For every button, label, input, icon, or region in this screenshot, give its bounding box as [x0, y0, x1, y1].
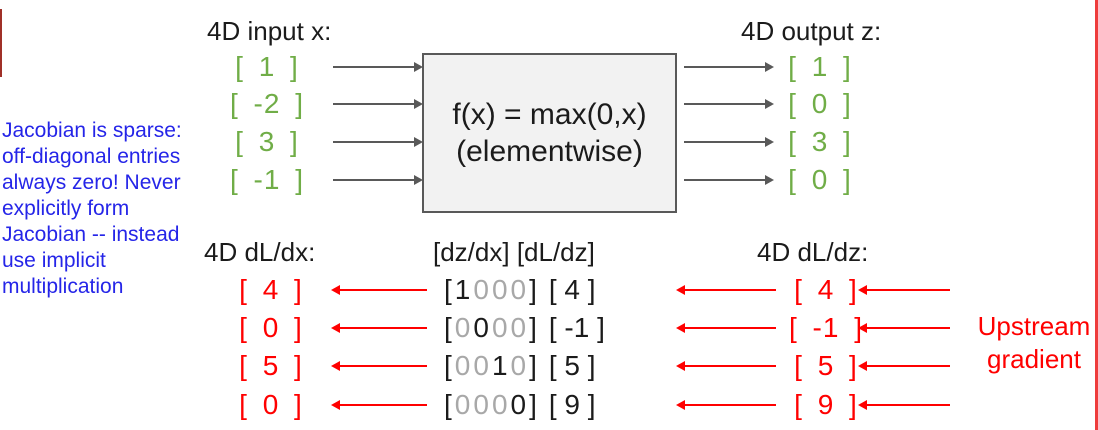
dldx-vector-4: [ 0 ]	[239, 389, 303, 420]
bracket: [	[444, 350, 452, 381]
jacobian-entry: 0	[510, 274, 527, 305]
dldx-arrow-2-icon	[331, 322, 427, 333]
output-arrow-4-icon	[684, 174, 774, 185]
note-line: off-diagonal entries	[2, 145, 181, 168]
note-line: Jacobian is sparse:	[2, 119, 182, 142]
jacobian-entry: 0	[473, 274, 489, 305]
upstream-arrow-2-icon	[858, 322, 950, 333]
upstream-gradient-line1: Upstream	[977, 311, 1091, 341]
dldx-vector-2: [ 0 ]	[239, 312, 303, 343]
note-line: use implicit	[2, 249, 106, 272]
jacobian-entry: 0	[510, 350, 527, 381]
dldx-title: 4D dL/dx:	[204, 237, 316, 267]
upstream-gradient-line2: gradient	[987, 344, 1081, 374]
jacobian-entry: 1	[491, 350, 508, 381]
jacobian-entry: 0	[454, 312, 471, 343]
upstream-gradient-label: Upstream gradient	[968, 310, 1098, 376]
note-line: Jacobian -- instead	[2, 223, 180, 246]
note-line: explicitly form	[2, 197, 130, 220]
dldx-arrow-1-icon	[331, 284, 427, 295]
output-vector-4: [ 0 ]	[788, 164, 852, 195]
output-vector-3: [ 3 ]	[788, 126, 852, 157]
dldz-title: 4D dL/dz:	[757, 237, 869, 267]
input-vector-1: [ 1 ]	[235, 51, 299, 82]
input-vector-3: [ 3 ]	[235, 126, 299, 157]
function-box: f(x) = max(0,x) (elementwise)	[422, 53, 677, 213]
jacobian-entry: 0	[491, 274, 508, 305]
function-formula: f(x) = max(0,x)	[452, 98, 647, 131]
output-arrow-1-icon	[684, 61, 774, 72]
input-arrow-1-icon	[333, 61, 423, 72]
jacobian-arrow-1-icon	[676, 284, 776, 295]
bracket: [	[444, 312, 452, 343]
dldz-column-value: [ 9 ]	[548, 389, 596, 420]
jacobian-arrow-3-icon	[676, 360, 776, 371]
input-arrow-3-icon	[333, 136, 423, 147]
input-arrow-4-icon	[333, 174, 423, 185]
dldz-vector-3: [ 5 ]	[794, 350, 858, 381]
dldx-vector-3: [ 5 ]	[239, 350, 303, 381]
input-arrow-2-icon	[333, 98, 423, 109]
bracket: ]	[529, 312, 537, 343]
jacobian-entry: 0	[510, 389, 527, 420]
jacobian-entry: 1	[454, 274, 471, 305]
output-vector-2: [ 0 ]	[788, 88, 852, 119]
jacobian-entry: 0	[473, 312, 489, 343]
output-title: 4D output z:	[741, 16, 882, 46]
dldz-column-value: [ 5 ]	[548, 350, 596, 381]
bracket: [	[444, 389, 452, 420]
jacobian-entry: 0	[491, 389, 508, 420]
dldz-column-value: [ 4 ]	[548, 274, 596, 305]
output-arrow-3-icon	[684, 136, 774, 147]
note-line: multiplication	[2, 275, 124, 298]
dldx-arrow-4-icon	[331, 399, 427, 410]
jacobian-title: [dz/dx] [dL/dz]	[433, 237, 595, 267]
jacobian-arrow-2-icon	[676, 322, 776, 333]
bracket: ]	[529, 350, 537, 381]
bracket: [	[444, 274, 452, 305]
jacobian-entry: 0	[473, 350, 489, 381]
dldz-vector-4: [ 9 ]	[794, 389, 858, 420]
jacobian-arrow-4-icon	[676, 399, 776, 410]
input-vector-2: [ -2 ]	[229, 88, 304, 119]
jacobian-entry: 0	[491, 312, 508, 343]
jacobian-sparse-note: Jacobian is sparse: off-diagonal entries…	[2, 118, 182, 300]
jacobian-entry: 0	[473, 389, 489, 420]
dldx-vector-1: [ 4 ]	[239, 274, 303, 305]
dldz-column-value: [ -1 ]	[548, 312, 605, 343]
left-edge-red-sliver	[0, 9, 2, 77]
upstream-arrow-1-icon	[858, 284, 950, 295]
upstream-arrow-3-icon	[858, 360, 950, 371]
jacobian-entry: 0	[454, 389, 471, 420]
right-edge-red-stripe	[1095, 0, 1098, 430]
bracket: ]	[529, 389, 537, 420]
bracket: ]	[529, 274, 537, 305]
dldz-vector-1: [ 4 ]	[794, 274, 858, 305]
jacobian-entry: 0	[454, 350, 471, 381]
input-title: 4D input x:	[207, 16, 332, 46]
output-arrow-2-icon	[684, 98, 774, 109]
note-line: always zero! Never	[2, 171, 181, 194]
dldx-arrow-3-icon	[331, 360, 427, 371]
jacobian-entry: 0	[510, 312, 527, 343]
upstream-arrow-4-icon	[858, 399, 950, 410]
function-note: (elementwise)	[456, 135, 643, 168]
output-vector-1: [ 1 ]	[788, 51, 852, 82]
input-vector-4: [ -1 ]	[229, 164, 304, 195]
